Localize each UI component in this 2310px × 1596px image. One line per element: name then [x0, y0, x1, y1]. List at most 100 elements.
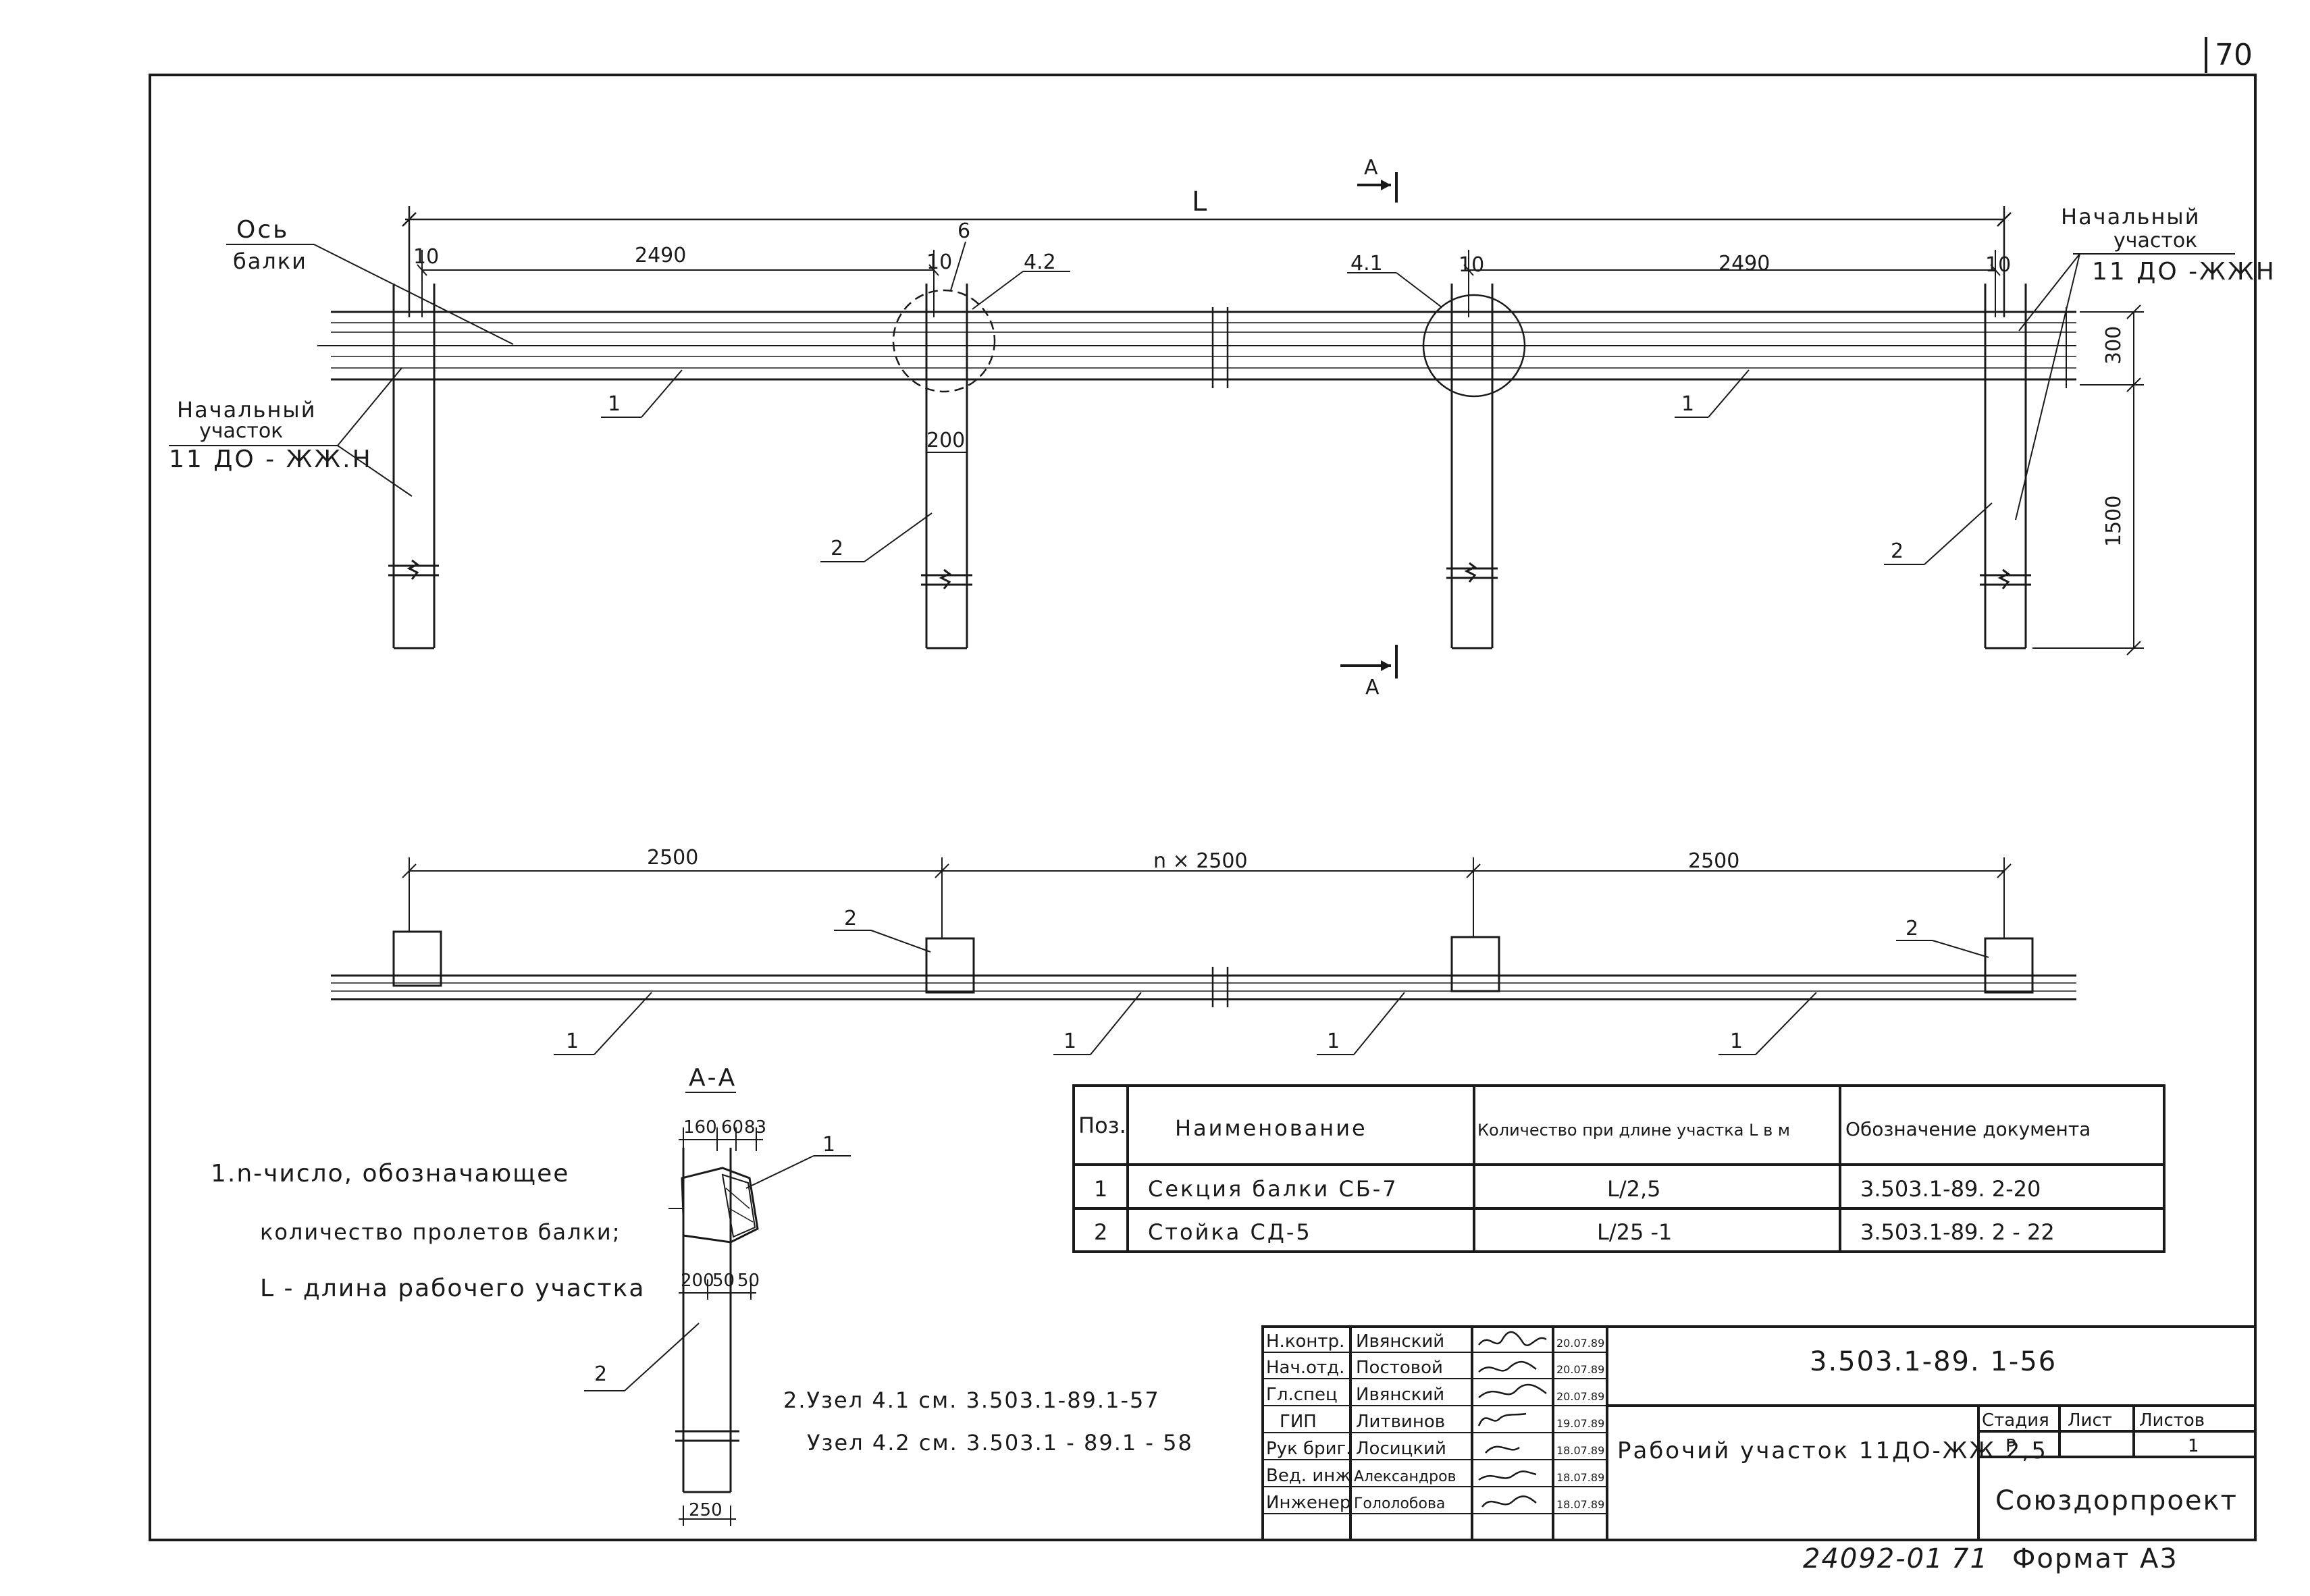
- signature-row-1: Н.контр. Ивянский 20.07.89: [1266, 1331, 1604, 1352]
- axis-label-line2: балки: [233, 248, 307, 274]
- aa-pos-2: 2: [594, 1362, 607, 1386]
- spec-cell: 2: [1094, 1219, 1107, 1245]
- dim-2490-left: 2490: [635, 244, 686, 267]
- signature-row-3: Гл.спец Ивянский 20.07.89: [1266, 1385, 1604, 1405]
- sig-date: 20.07.89: [1556, 1390, 1604, 1403]
- aa-dim-50b: 50: [737, 1271, 760, 1291]
- note1-line2: количество пролетов балки;: [260, 1219, 621, 1245]
- stage-header: Стадия: [1982, 1410, 2049, 1431]
- drawing-title: Рабочий участок 11ДО-ЖЖ 2,5: [1617, 1437, 2048, 1464]
- page-number: 70: [2215, 38, 2253, 72]
- node-4-2-circle: [892, 289, 996, 393]
- spec-header-qty: Количество при длине участка L в м: [1477, 1121, 1790, 1140]
- drawing-frame: [149, 74, 2257, 1541]
- sig-date: 18.07.89: [1556, 1471, 1604, 1484]
- sig-role: Гл.спец: [1266, 1385, 1338, 1405]
- sig-date: 18.07.89: [1556, 1498, 1604, 1511]
- axis-label-line1: Ось: [236, 216, 289, 244]
- aa-dim-50a: 50: [712, 1271, 735, 1291]
- stage-value: Р: [2005, 1436, 2016, 1456]
- plan-beam: [317, 307, 2076, 388]
- spec-header-doc: Обозначение документа: [1845, 1118, 2091, 1140]
- spec-header-name: Наименование: [1175, 1115, 1367, 1141]
- sheet-header: Лист: [2068, 1410, 2112, 1431]
- plan-pos-1-right: 1: [1681, 392, 1694, 416]
- aa-dim-160: 160: [683, 1117, 717, 1138]
- start-label-left-line1: Начальный: [177, 397, 316, 423]
- sig-name: Ивянский: [1356, 1385, 1444, 1405]
- sig-name: Лосицкий: [1356, 1439, 1446, 1459]
- elevation-post-1: [392, 930, 442, 987]
- elevation-post-3: [1450, 936, 1500, 992]
- spec-row: 1 Секция балки СБ-7 L/2,5 3.503.1-89. 2-…: [1094, 1176, 2041, 1202]
- sig-date: 20.07.89: [1556, 1363, 1604, 1376]
- dim-10-1: 10: [413, 245, 439, 269]
- elev-pos-1a: 1: [566, 1030, 579, 1053]
- elev-pos-1b: 1: [1064, 1030, 1076, 1053]
- sig-date: 19.07.89: [1556, 1417, 1604, 1430]
- dim-2490-right: 2490: [1718, 252, 1770, 275]
- signature-row-7: Инженер Гололобова 18.07.89: [1266, 1493, 1604, 1513]
- sig-date: 20.07.89: [1556, 1337, 1604, 1350]
- spec-cell: 3.503.1-89. 2 - 22: [1860, 1219, 2055, 1245]
- elev-pos-2a: 2: [844, 907, 857, 930]
- sig-role: Рук бриг.: [1266, 1439, 1351, 1459]
- start-label-right-line2: участок: [2114, 229, 2197, 252]
- archive-number: 24092-01: [1803, 1543, 1944, 1574]
- dim-10-3: 10: [1459, 253, 1484, 277]
- note2-line1: 2.Узел 4.1 см. 3.503.1-89.1-57: [783, 1387, 1160, 1413]
- notes: 1.n-число, обозначающее количество проле…: [211, 1160, 1193, 1456]
- elevation-view: 2500 n × 2500 2500 1 1 1 1 2 2: [331, 846, 2076, 1055]
- plan-pos-1-left: 1: [608, 392, 621, 416]
- elevation-post-4: [1984, 937, 2034, 994]
- start-label-left-line2: участок: [199, 419, 283, 443]
- node-4-1-label: 4.1: [1350, 252, 1383, 275]
- sig-date: 18.07.89: [1556, 1444, 1604, 1457]
- note2-line2: Узел 4.2 см. 3.503.1 - 89.1 - 58: [807, 1430, 1193, 1456]
- handwritten-signatures: [1477, 1331, 1547, 1508]
- elevation-post-2: [925, 937, 975, 994]
- archive-page: 71: [1951, 1543, 1989, 1574]
- plan-post-4: [1980, 284, 2031, 649]
- sig-role: ГИП: [1280, 1412, 1317, 1432]
- node-4-1-circle: [1422, 294, 1526, 398]
- spec-cell: Секция балки СБ-7: [1148, 1176, 1398, 1202]
- dim-6: 6: [957, 219, 970, 243]
- spec-row: 2 Стойка СД-5 L/25 -1 3.503.1-89. 2 - 22: [1094, 1219, 2055, 1245]
- sig-name: Гололобова: [1354, 1495, 1445, 1512]
- sig-name: Постовой: [1356, 1358, 1443, 1378]
- note1-line1: 1.n-число, обозначающее: [211, 1160, 569, 1188]
- sig-name: Ивянский: [1356, 1331, 1444, 1352]
- elev-dim-2500-right: 2500: [1688, 849, 1739, 873]
- sig-role: Вед. инж: [1266, 1466, 1351, 1486]
- aa-dim-60: 60: [721, 1117, 743, 1138]
- spec-cell: L/2,5: [1607, 1176, 1661, 1202]
- spec-cell: L/25 -1: [1597, 1219, 1672, 1245]
- dim-total-length: L: [1192, 186, 1208, 217]
- aa-dim-200: 200: [681, 1271, 714, 1291]
- note1-line3: L - длина рабочего участка: [260, 1275, 645, 1302]
- signature-row-4: ГИП Литвинов 19.07.89: [1280, 1412, 1604, 1432]
- sheets-header: Листов: [2139, 1410, 2205, 1431]
- aa-pos-1: 1: [822, 1133, 835, 1156]
- dim-1500: 1500: [2102, 496, 2126, 547]
- dim-10-2: 10: [926, 250, 952, 274]
- sig-name: Александров: [1354, 1468, 1456, 1485]
- signature-row-2: Нач.отд. Постовой 20.07.89: [1266, 1358, 1604, 1378]
- elev-pos-1d: 1: [1730, 1030, 1743, 1053]
- elev-pos-1c: 1: [1327, 1030, 1340, 1053]
- aa-dim-83: 83: [744, 1117, 766, 1138]
- dim-200: 200: [926, 429, 965, 452]
- spec-table: Поз. Наименование Количество при длине у…: [1072, 1084, 2165, 1253]
- spec-cell: 3.503.1-89. 2-20: [1860, 1176, 2041, 1202]
- dim-300: 300: [2102, 326, 2126, 365]
- spec-header-pos: Поз.: [1078, 1113, 1126, 1138]
- document-code: 3.503.1-89. 1-56: [1810, 1346, 2057, 1377]
- section-aa: А-А 160 60: [584, 1064, 851, 1526]
- plan-pos-2-right: 2: [1891, 539, 1904, 563]
- title-block: Н.контр. Ивянский 20.07.89 Нач.отд. Пост…: [1261, 1325, 2257, 1541]
- section-marker-top: А: [1364, 156, 1378, 180]
- sig-role: Нач.отд.: [1266, 1358, 1344, 1378]
- plan-pos-2-left: 2: [831, 537, 843, 560]
- plan-view: L 2490 2490 10 10 10 10 6 4.2 4.1: [169, 156, 2274, 699]
